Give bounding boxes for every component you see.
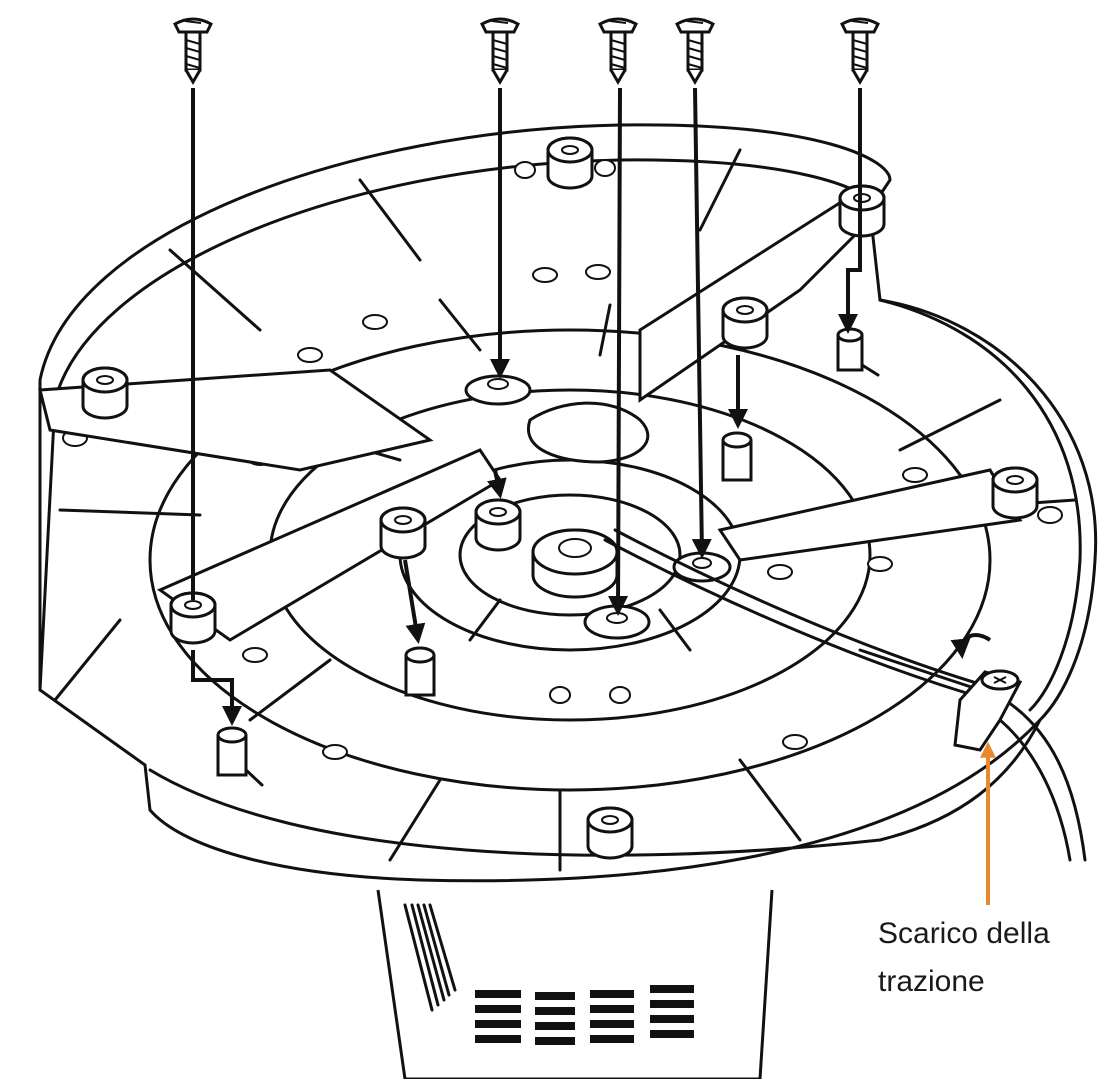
rotate-arrow-icon xyxy=(950,633,992,659)
strain-relief-label-line2: trazione xyxy=(878,964,985,998)
dish-holes xyxy=(62,159,1063,760)
screw-bosses xyxy=(81,136,1039,860)
screw-icon xyxy=(173,17,880,84)
ring-core xyxy=(458,493,682,617)
strain-relief-label-line1: Scarico della xyxy=(878,917,1050,950)
receiving-pegs xyxy=(216,327,880,787)
tower-vent-front xyxy=(475,985,694,1045)
power-cord xyxy=(603,528,1087,862)
strain-relief-clamp-icon xyxy=(953,669,1023,752)
tower-vent-left xyxy=(403,903,457,1012)
heater-tower xyxy=(376,889,774,1079)
down-arrow-icon xyxy=(191,87,862,726)
strain-relief-label: Scarico della trazione xyxy=(878,915,1050,1000)
ring-outer xyxy=(148,328,992,792)
